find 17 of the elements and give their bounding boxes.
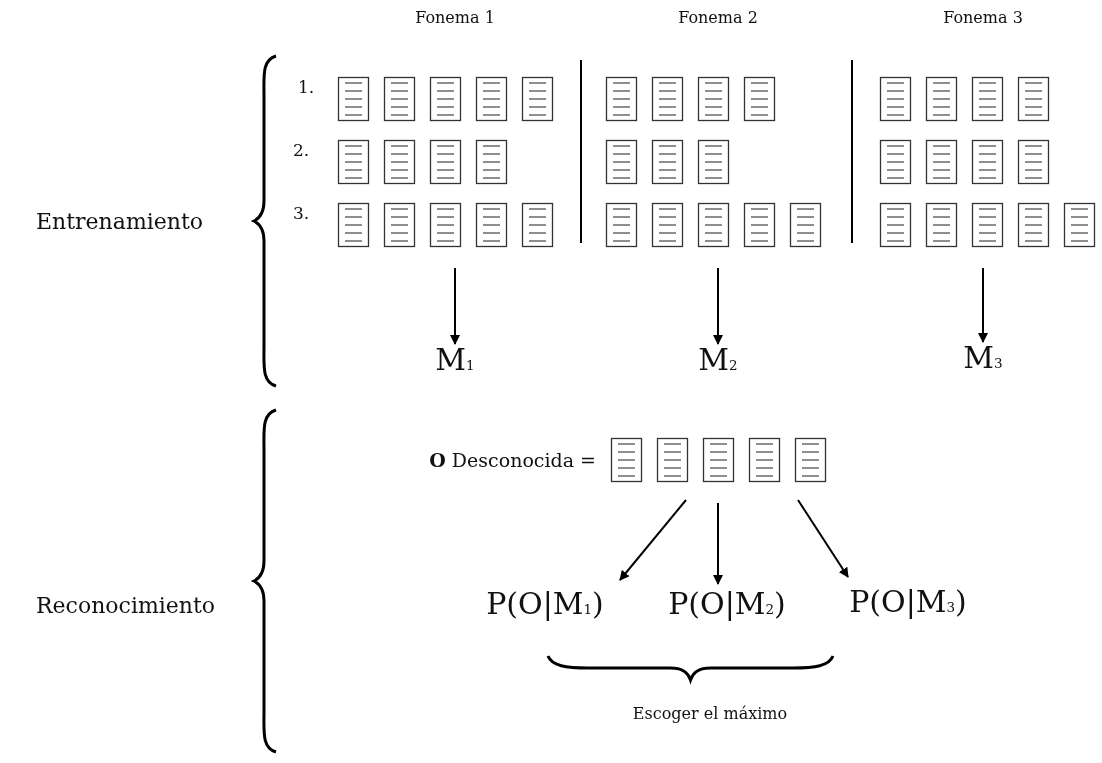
stage-label: Reconocimiento	[36, 593, 216, 618]
arrow	[619, 499, 687, 581]
row-number: 3.	[293, 203, 310, 223]
feature-vector-sequence	[610, 437, 828, 483]
stage-label: Entrenamiento	[36, 209, 204, 234]
arrow	[713, 502, 723, 585]
sequence-label: O Desconocida =	[429, 449, 596, 471]
arrow	[978, 267, 988, 343]
column-heading: Fonema 2	[678, 8, 758, 27]
arrow	[797, 499, 849, 578]
arrow	[450, 267, 460, 345]
row-number: 2.	[293, 140, 310, 160]
brace-label: Escoger el máximo	[632, 704, 788, 723]
column-heading: Fonema 1	[415, 8, 495, 27]
arrow	[713, 267, 723, 345]
column-heading: Fonema 3	[943, 8, 1023, 27]
row-number: 1.	[298, 77, 315, 97]
